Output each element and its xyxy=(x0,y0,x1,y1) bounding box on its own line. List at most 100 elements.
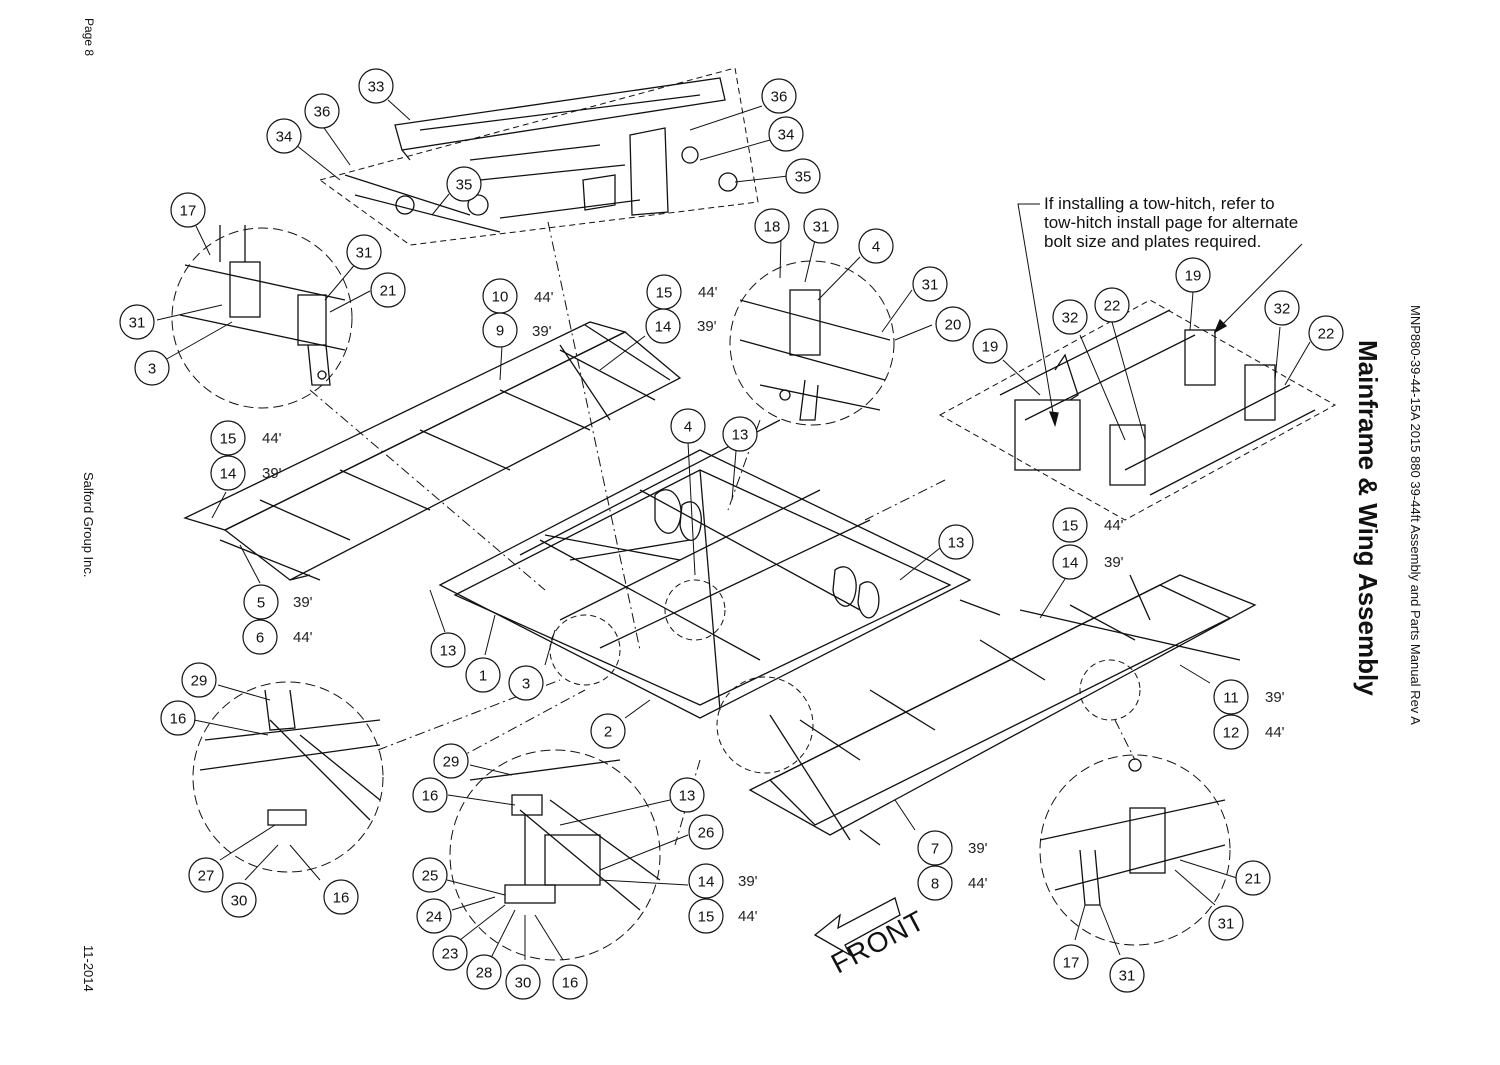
callout-number: 31 xyxy=(1119,968,1136,985)
callout-bubble: 14 xyxy=(1052,544,1088,580)
callout-number: 13 xyxy=(440,643,457,660)
callout-circle xyxy=(670,408,706,444)
callout-bubble: 25 xyxy=(412,857,448,893)
callout-circle xyxy=(508,665,544,701)
callout-bubble: 36 xyxy=(761,78,797,114)
callout-bubble: 17 xyxy=(1053,944,1089,980)
callout-number: 19 xyxy=(982,339,999,356)
callout-circle xyxy=(722,416,758,452)
callout-circle xyxy=(181,662,217,698)
callout-bubble: 4 xyxy=(670,408,706,444)
callout-bubble: 21 xyxy=(1235,860,1271,896)
callout-bubble: 29 xyxy=(181,662,217,698)
callout-number: 2 xyxy=(604,724,612,741)
callout-number: 11 xyxy=(1223,690,1239,707)
callout-number: 16 xyxy=(562,975,579,992)
callout-bubble: 5 xyxy=(243,584,279,620)
callout-bubble: 8 xyxy=(917,865,953,901)
company-name: Salford Group Inc. xyxy=(81,472,96,578)
callout-number: 31 xyxy=(922,277,939,294)
callout-circle xyxy=(370,272,406,308)
size-label: 39' xyxy=(532,323,552,340)
callout-circle xyxy=(1264,290,1300,326)
callout-bubble: 14 xyxy=(210,455,246,491)
callout-number: 12 xyxy=(1223,725,1240,742)
note-line: bolt size and plates required. xyxy=(1044,232,1262,251)
callout-number: 17 xyxy=(1063,955,1080,972)
size-label: 44' xyxy=(1265,724,1285,741)
callout-circle xyxy=(412,777,448,813)
callout-number: 13 xyxy=(948,535,965,552)
callout-bubble: 17 xyxy=(170,192,206,228)
callout-number: 31 xyxy=(129,315,146,332)
callout-number: 19 xyxy=(1185,268,1202,285)
callout-circle xyxy=(858,228,894,264)
callout-bubble: 31 xyxy=(1208,905,1244,941)
callout-number: 21 xyxy=(380,283,397,300)
callout-number: 34 xyxy=(276,129,293,146)
manual-title: MNP880-39-44-15A 2015 880 39-44ft Assemb… xyxy=(1408,305,1423,725)
callout-bubble: 35 xyxy=(785,158,821,194)
callout-number: 18 xyxy=(764,219,781,236)
callout-circle xyxy=(688,898,724,934)
callout-number: 4 xyxy=(872,239,880,256)
callout-bubble: 15 xyxy=(688,898,724,934)
callout-bubble: 15 xyxy=(646,274,682,310)
callout-number: 32 xyxy=(1062,310,1079,327)
callout-circle xyxy=(768,116,804,152)
callout-number: 22 xyxy=(1318,326,1335,343)
callout-number: 3 xyxy=(148,361,156,378)
callout-bubble: 16 xyxy=(323,879,359,915)
callout-number: 30 xyxy=(231,893,248,910)
callout-circle xyxy=(688,863,724,899)
callout-circle xyxy=(221,882,257,918)
callout-number: 7 xyxy=(931,841,939,858)
callout-number: 13 xyxy=(732,427,749,444)
callout-bubble: 30 xyxy=(505,964,541,1000)
callout-circle xyxy=(1213,714,1249,750)
callout-number: 4 xyxy=(684,419,692,436)
callout-circle xyxy=(669,777,705,813)
callout-bubble: 26 xyxy=(688,814,724,850)
page-number: Page 8 xyxy=(82,18,96,57)
callout-number: 15 xyxy=(656,285,673,302)
callout-circle xyxy=(785,158,821,194)
callout-number: 31 xyxy=(813,219,830,236)
callout-circle xyxy=(346,234,382,270)
callout-circle xyxy=(433,743,469,779)
callout-number: 9 xyxy=(496,323,504,340)
callout-bubble: 33 xyxy=(358,68,394,104)
callout-bubble: 36 xyxy=(304,93,340,129)
callout-number: 17 xyxy=(180,203,197,220)
size-label: 44' xyxy=(698,284,718,301)
callout-number: 5 xyxy=(257,595,265,612)
callout-circle xyxy=(1052,544,1088,580)
tow-hitch-note: If installing a tow-hitch, refer to tow-… xyxy=(1044,194,1364,251)
callout-number: 10 xyxy=(492,289,509,306)
note-line: tow-hitch install page for alternate xyxy=(1044,213,1299,232)
section-title: Mainframe & Wing Assembly xyxy=(1353,340,1383,696)
callout-bubble: 32 xyxy=(1264,290,1300,326)
callout-bubble: 19 xyxy=(972,328,1008,364)
callout-bubble: 2 xyxy=(590,713,626,749)
callout-bubble: 24 xyxy=(416,898,452,934)
callout-number: 36 xyxy=(771,89,788,106)
callout-bubble: 13 xyxy=(430,632,466,668)
callout-bubble: 27 xyxy=(188,857,224,893)
callout-bubble: 13 xyxy=(669,777,705,813)
callout-circle xyxy=(323,879,359,915)
callout-circle xyxy=(935,306,971,342)
callout-circle xyxy=(754,208,790,244)
callout-number: 14 xyxy=(655,319,672,336)
size-label: 39' xyxy=(262,465,282,482)
callout-circle xyxy=(119,304,155,340)
callout-circle xyxy=(688,814,724,850)
callout-number: 8 xyxy=(931,876,939,893)
size-label: 44' xyxy=(1104,517,1124,534)
callout-bubble: 10 xyxy=(482,278,518,314)
callout-circle xyxy=(430,632,466,668)
callout-circle xyxy=(432,935,468,971)
callout-number: 29 xyxy=(191,673,208,690)
